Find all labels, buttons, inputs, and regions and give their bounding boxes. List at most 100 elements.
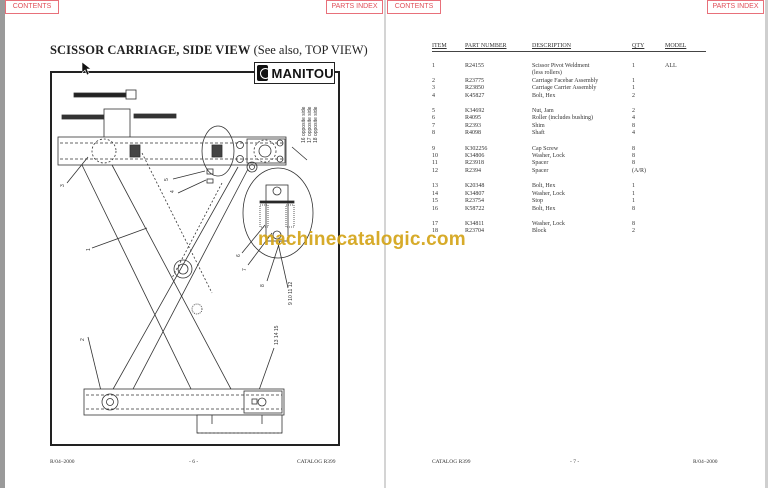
cell-qty: 8: [632, 220, 635, 227]
footer-right-page-number: - 7 -: [570, 459, 580, 465]
cell-qty: 8: [632, 145, 635, 152]
page-title: SCISSOR CARRIAGE, SIDE VIEW (See also, T…: [50, 43, 368, 58]
cell-model: [665, 115, 705, 122]
cell-model: [665, 228, 705, 235]
cell-item: 16: [432, 205, 438, 212]
cell-part-number: K20348: [465, 183, 485, 190]
cell-item: 9: [432, 145, 435, 152]
parts-index-button-right[interactable]: PARTS INDEX: [707, 0, 764, 14]
cell-qty: 8: [632, 205, 635, 212]
cell-part-number: R23850: [465, 85, 485, 92]
footer-right-catalog: CATALOG R399: [432, 459, 471, 465]
cell-model: [665, 191, 705, 198]
cell-model: [665, 130, 705, 137]
footer-left-catalog: CATALOG R399: [297, 459, 336, 465]
cell-item: 10: [432, 153, 438, 160]
cell-part-number: R23775: [465, 77, 485, 84]
page-divider: [384, 0, 386, 488]
cell-model: [665, 85, 705, 92]
cell-item: [432, 70, 465, 77]
page-title-see-also: (See also, TOP VIEW): [250, 43, 368, 57]
cell-description: Stop: [532, 198, 544, 205]
cell-item: 3: [432, 85, 435, 92]
scrollbar-track[interactable]: [765, 0, 768, 488]
cell-part-number: K302256: [465, 145, 488, 152]
cell-part-number: R4098: [465, 130, 482, 137]
cell-qty: (A/R): [632, 167, 646, 174]
cell-description: Cap Screw: [532, 145, 559, 152]
callout-8: 8: [260, 284, 266, 287]
cell-qty: 1: [632, 77, 635, 84]
exploded-diagram: 3 1 2 4 5 6 7 8 9 10 11 12 13 14 15 16 o…: [50, 71, 340, 446]
contents-button-left[interactable]: CONTENTS: [5, 0, 59, 14]
contents-button-right[interactable]: CONTENTS: [387, 0, 441, 14]
cell-qty: 2: [632, 228, 635, 235]
cell-description: Shim: [532, 122, 545, 129]
cell-description: Roller (includes bushing): [532, 115, 593, 122]
header-model: MODEL: [665, 43, 687, 49]
table-row: (less rollers): [432, 70, 705, 77]
cell-item: 18: [432, 228, 438, 235]
callout-18: 18 opposite side: [313, 106, 319, 143]
footer-right-revision: R/04–2000: [693, 459, 718, 465]
cell-item: 17: [432, 220, 438, 227]
cell-model: [665, 93, 705, 100]
cell-part-number: R4095: [465, 115, 482, 122]
mouse-pointer-icon: [82, 62, 92, 76]
cell-description: (less rollers): [532, 70, 562, 77]
cell-item: 8: [432, 130, 435, 137]
cell-part-number: R24155: [465, 63, 485, 69]
cell-model: [665, 168, 705, 175]
cell-item: 2: [432, 77, 435, 84]
callout-16: 16 opposite side: [301, 106, 307, 143]
cell-part-number: K34811: [465, 220, 485, 227]
callout-7: 7: [242, 268, 248, 271]
table-header-rule: [432, 51, 706, 52]
cell-part-number: K34807: [465, 190, 485, 197]
cell-description: Bolt, Hex: [532, 183, 556, 190]
cell-qty: 8: [632, 122, 635, 129]
cell-model: [665, 198, 705, 205]
cell-qty: 8: [632, 153, 635, 160]
cell-description: Washer, Lock: [532, 190, 565, 197]
cell-item: 15: [432, 198, 438, 205]
cell-part-number: R23704: [465, 228, 485, 235]
cell-description: Spacer: [532, 160, 549, 167]
table-header-row: ITEM PART NUMBER DESCRIPTION QTY MODEL: [432, 43, 705, 55]
cell-model: [665, 153, 705, 160]
cell-part-number: K34692: [465, 108, 485, 115]
cell-item: 5: [432, 108, 435, 115]
parts-index-button-left[interactable]: PARTS INDEX: [326, 0, 383, 14]
cell-model: [665, 70, 705, 77]
cell-model: ALL: [665, 63, 677, 69]
cell-description: Scissor Pivot Weldment: [532, 63, 590, 69]
cell-qty: 1: [632, 183, 635, 190]
cell-model: [665, 146, 705, 153]
cell-model: [665, 160, 705, 167]
callout-5: 5: [164, 178, 170, 181]
cell-item: 4: [432, 92, 435, 99]
header-qty: QTY: [632, 43, 645, 49]
cell-item: 11: [432, 160, 438, 167]
callout-4: 4: [170, 190, 176, 193]
cell-part-number: K45827: [465, 92, 485, 99]
scissor-carriage-drawing: 3 1 2 4 5 6 7 8 9 10 11 12 13 14 15 16 o…: [57, 89, 319, 434]
cell-qty: [632, 70, 665, 77]
cell-model: [665, 221, 705, 228]
cell-description: Washer, Lock: [532, 153, 565, 160]
cell-model: [665, 183, 705, 190]
cell-qty: 1: [632, 63, 635, 69]
cell-description: Bolt, Hex: [532, 205, 556, 212]
